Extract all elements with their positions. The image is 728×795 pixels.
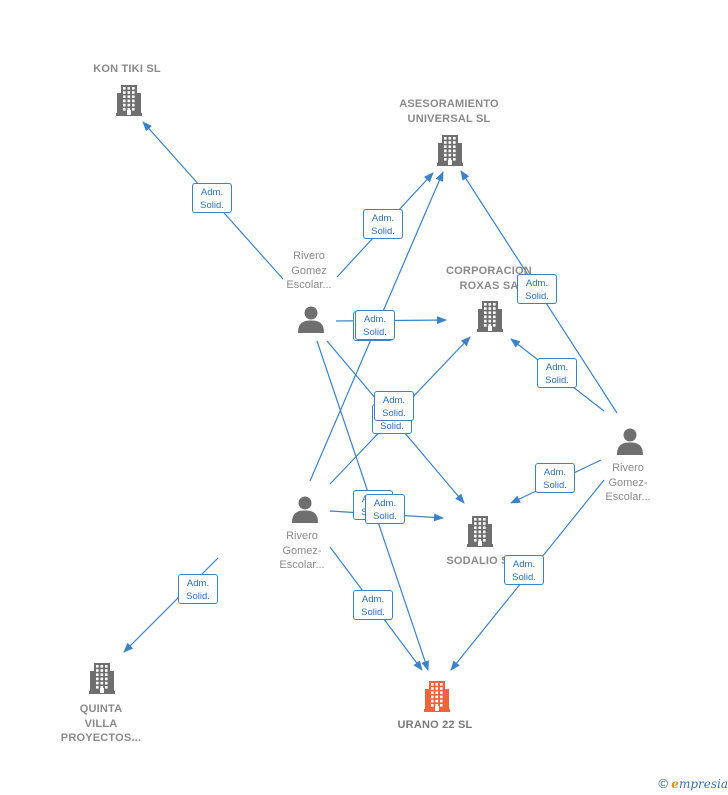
icons-layer [89, 85, 643, 712]
node-label-line: PROYECTOS... [60, 732, 142, 744]
edge-label-line: Solid. [380, 421, 404, 432]
edge-label-line: Adm. [186, 578, 210, 589]
node-label-asesoramiento[interactable]: ASESORAMIENTO UNIVERSAL SL [399, 97, 499, 126]
edge-label-line: Solid. [543, 480, 567, 491]
node-label-line: QUINTA [79, 703, 123, 715]
node-label-line: CORPORACION [446, 265, 532, 277]
edge-label-person3-to-sodalio[interactable]: Adm. Solid. [535, 463, 575, 493]
node-label-line: Gomez- [608, 476, 648, 489]
edge-label-person2-to-asesoramiento[interactable]: Adm. Solid. [355, 310, 395, 340]
node-label-line: Escolar... [286, 279, 332, 291]
edge-label-person3-to-urano[interactable]: Adm. Solid. [504, 555, 544, 585]
person-icon[interactable] [298, 306, 324, 334]
node-label-line: SODALIO SL [446, 555, 516, 567]
edge-label-person2-to-corporacion[interactable]: Adm. Solid. [374, 391, 414, 421]
node-label-kon_tiki[interactable]: KON TIKI SL [93, 62, 161, 77]
edge-label-person1-to-asesoramiento[interactable]: Adm. Solid. [363, 209, 403, 239]
edge-person2-to-quinta [123, 557, 219, 653]
node-label-corporacion[interactable]: CORPORACION ROXAS SA [446, 264, 532, 293]
edge-label-line: Solid. [363, 327, 387, 338]
edge-label-line: Solid. [545, 375, 569, 386]
building-icon[interactable] [437, 135, 463, 166]
node-label-line: KON TIKI SL [93, 63, 161, 75]
edge-label-line: Solid. [371, 226, 395, 237]
node-label-line: Rivero [612, 462, 644, 474]
edge-label-line: Solid. [200, 200, 224, 211]
edge-label-line: Adm. [512, 559, 536, 570]
edge-label-line: Adm. [525, 278, 549, 289]
edge-label-line: Solid. [512, 572, 536, 583]
node-label-line: Gomez [291, 264, 327, 277]
node-label-quinta[interactable]: QUINTA VILLA PROYECTOS... [61, 702, 141, 746]
edge-label-line: Solid. [382, 408, 406, 419]
edge-label-line: Adm. [361, 594, 385, 605]
node-label-line: ROXAS SA [459, 279, 519, 292]
node-label-line: Escolar... [279, 559, 325, 571]
person-icon[interactable] [292, 496, 318, 524]
building-icon[interactable] [467, 516, 493, 547]
edge-label-line: Adm. [363, 314, 387, 325]
person-icon[interactable] [617, 428, 643, 456]
edge-label-line: Solid. [361, 607, 385, 618]
edge-label-person3-to-asesoramiento[interactable]: Adm. Solid. [517, 274, 557, 304]
node-label-line: Escolar... [605, 491, 651, 503]
copyright-symbol: © [658, 776, 668, 791]
edge-label-person3-to-corporacion[interactable]: Adm. Solid. [537, 358, 577, 388]
node-label-line: UNIVERSAL SL [407, 112, 491, 125]
edge-label-line: Adm. [543, 467, 567, 478]
node-label-line: Rivero [286, 530, 318, 542]
building-icon[interactable] [89, 663, 115, 694]
edge-label-line: Adm. [373, 498, 397, 509]
node-label-urano[interactable]: URANO 22 SL [398, 718, 473, 733]
brand-logo[interactable]: empresia [671, 777, 728, 791]
edge-label-line: Adm. [371, 213, 395, 224]
edge-label-line: Adm. [200, 187, 224, 198]
node-label-line: Gomez- [282, 544, 322, 557]
node-label-line: ASESORAMIENTO [399, 98, 499, 110]
edge-label-line: Solid. [525, 291, 549, 302]
building-icon[interactable] [477, 301, 503, 332]
edge-label-line: Adm. [382, 395, 406, 406]
brand-initial: e [671, 777, 679, 791]
edge-label-person2-to-urano[interactable]: Adm. Solid. [353, 590, 393, 620]
edge-label-person2-to-quinta[interactable]: Adm. Solid. [178, 574, 218, 604]
building-icon[interactable] [116, 85, 142, 116]
edge-label-line: Adm. [545, 362, 569, 373]
brand-name: mpresia [678, 777, 728, 791]
building-icon[interactable] [424, 681, 450, 712]
node-label-line: Rivero [293, 250, 325, 262]
edge-label-person1-to-kon_tiki[interactable]: Adm. Solid. [192, 183, 232, 213]
edge-label-person2-to-sodalio[interactable]: Adm. Solid. [365, 494, 405, 524]
node-label-line: URANO 22 SL [397, 719, 473, 731]
node-label-line: VILLA [84, 717, 118, 730]
footer-brand: © empresia [658, 776, 728, 791]
edge-label-line: Solid. [373, 511, 397, 522]
node-label-sodalio[interactable]: SODALIO SL [446, 554, 515, 569]
edge-label-line: Solid. [186, 591, 210, 602]
